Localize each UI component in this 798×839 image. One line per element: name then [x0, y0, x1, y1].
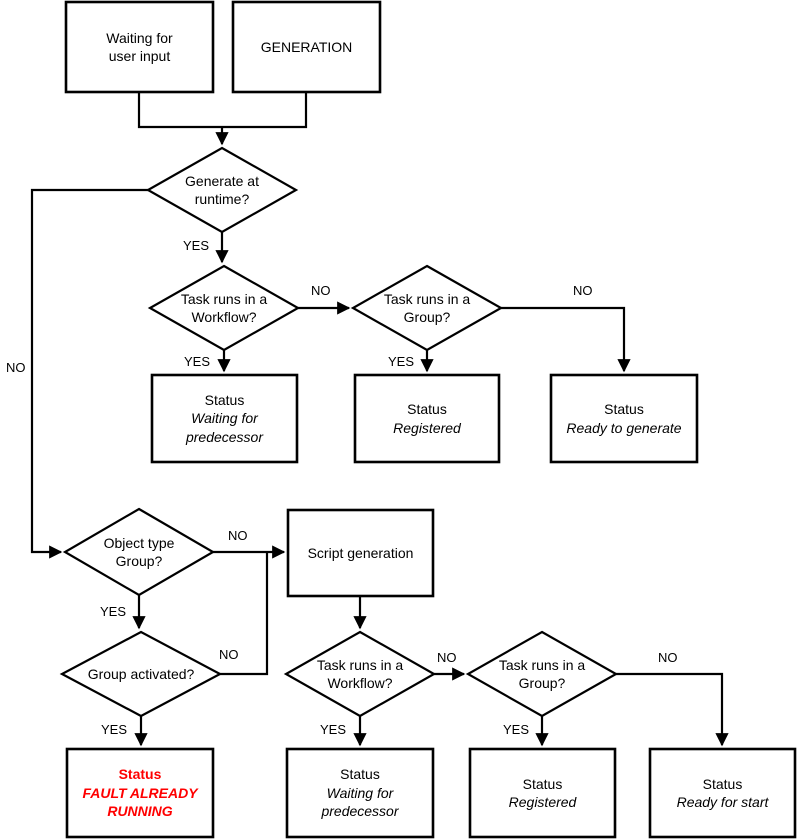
edge-label-task-workflow-2-no: NO: [437, 650, 457, 665]
edge-group-activated-no: [220, 552, 269, 676]
edge-label-generate-runtime-no: NO: [6, 360, 26, 375]
edge-label-task-group-1-yes: YES: [388, 354, 415, 369]
edge-waiting-to-generate: [137, 92, 222, 129]
edge-label-task-workflow-2-yes: YES: [320, 722, 347, 737]
edge-label-task-group-2-yes: YES: [503, 722, 530, 737]
edge-label-object-type-group-yes: YES: [100, 604, 127, 619]
edge-label-task-workflow-1-yes: YES: [184, 354, 211, 369]
node-status-registered-1: [353, 373, 501, 464]
node-task-workflow-1: [147, 264, 301, 352]
edge-label-group-activated-yes: YES: [101, 722, 128, 737]
edge-generate-runtime-no: [30, 188, 148, 559]
node-object-type-group: [62, 507, 216, 597]
node-status-ready-for-start: [648, 747, 797, 839]
edge-generation-to-generate: [222, 92, 308, 129]
node-waiting-user-input: [64, 0, 215, 94]
node-status-ready-to-generate: [549, 373, 699, 464]
node-generate-at-runtime: [145, 146, 299, 234]
node-status-waiting-predecessor-2: [285, 747, 435, 839]
edge-label-task-workflow-1-no: NO: [311, 283, 331, 298]
node-status-waiting-predecessor-1: [150, 373, 299, 464]
edge-label-group-activated-no: NO: [219, 647, 239, 662]
edge-label-object-type-group-no: NO: [228, 528, 248, 543]
node-status-fault: [65, 747, 215, 839]
edge-label-task-group-2-no: NO: [658, 650, 678, 665]
edge-label-task-group-1-no: NO: [573, 283, 593, 298]
node-group-activated: [59, 630, 223, 718]
edge-task-group-1-no: [501, 306, 631, 373]
node-generation: [231, 0, 382, 94]
node-script-generation: [286, 508, 435, 598]
node-task-group-1: [350, 264, 504, 352]
edge-label-generate-runtime-yes: YES: [183, 238, 210, 253]
node-task-workflow-2: [283, 630, 437, 718]
edge-task-group-2-no: [616, 672, 729, 747]
node-task-group-2: [465, 630, 619, 718]
node-status-registered-2: [468, 747, 617, 839]
